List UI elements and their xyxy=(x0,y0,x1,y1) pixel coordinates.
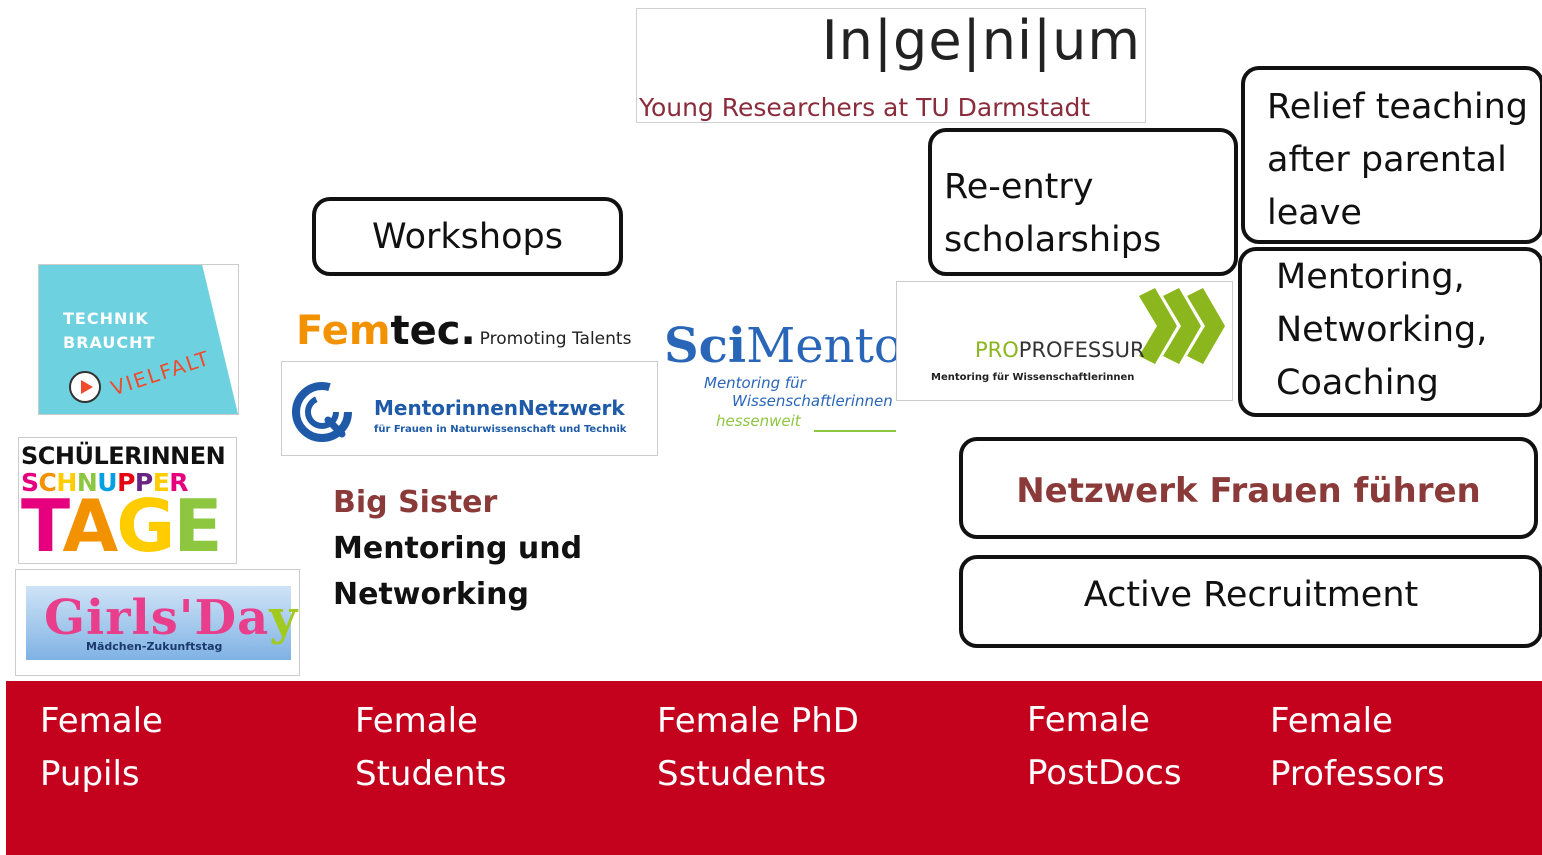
ingenium-wordmark: In|ge|ni|um xyxy=(821,9,1141,72)
proprofessur-subtitle: Mentoring für Wissenschaftlerinnen xyxy=(931,372,1135,383)
netzwerk-frauen-fuehren-box: Netzwerk Frauen führen xyxy=(959,437,1538,539)
workshops-box: Workshops xyxy=(312,197,623,276)
schnupper-line1: SCHÜLERINNEN xyxy=(21,442,226,470)
big-sister-line2: Networking xyxy=(333,577,529,612)
logo-letter: T xyxy=(21,484,65,564)
logo-letter: C xyxy=(38,468,57,497)
big-sister-title: Big Sister xyxy=(333,485,498,520)
technik-line1: TECHNIK xyxy=(63,309,149,328)
scimento-logo: SciMento Mentoring für Wissenschaftlerin… xyxy=(664,318,896,434)
scimento-line3: hessenweit xyxy=(716,412,801,430)
girlsday-title: Girls'Day xyxy=(44,590,299,646)
scimento-wordmark: SciMento xyxy=(664,318,896,374)
schnupper-line2: SCHNUPPER xyxy=(21,468,189,497)
girlsday-subtitle: Mädchen-Zukunftstag xyxy=(86,640,223,653)
logo-letter: E xyxy=(152,468,170,497)
mentorinnen-subtitle: für Frauen in Naturwissenschaft und Tech… xyxy=(374,424,627,435)
scimento-line2: Wissenschaftlerinnen xyxy=(732,392,893,410)
reentry-scholarships-box: Re-entry scholarships xyxy=(928,128,1238,276)
mentorinnen-netzwerk-logo: MentorinnenNetzwerk für Frauen in Naturw… xyxy=(281,361,658,456)
femtec-logo: Femtec.Promoting Talents xyxy=(296,308,632,354)
logo-letter: S xyxy=(21,468,39,497)
logo-letter: P xyxy=(134,468,153,497)
logo-letter: E xyxy=(173,484,222,564)
play-icon xyxy=(69,371,101,403)
logo-letter: U xyxy=(97,468,118,497)
schnuppertage-logo: SCHÜLERINNEN SCHNUPPER TAGE xyxy=(18,437,237,564)
big-sister-block: Big Sister Mentoring und Networking xyxy=(333,480,582,618)
ingenium-logo: In|ge|ni|um Young Researchers at TU Darm… xyxy=(636,8,1146,123)
schnupper-line3: TAGE xyxy=(21,490,223,562)
mentorinnen-title: MentorinnenNetzwerk xyxy=(374,396,625,420)
logo-letter: P xyxy=(117,468,135,497)
technik-braucht-vielfalt-logo: TECHNIK BRAUCHT VIELFALT xyxy=(38,264,239,415)
femtec-tagline: Promoting Talents xyxy=(479,329,632,349)
mentoring-networking-coaching-box: Mentoring, Networking, Coaching xyxy=(1238,247,1542,417)
logo-letter: G xyxy=(116,484,175,564)
chevrons-icon xyxy=(1139,288,1225,364)
ingenium-subtitle: Young Researchers at TU Darmstadt xyxy=(639,93,1091,122)
scimento-line1: Mentoring für xyxy=(704,374,806,392)
technik-line2: BRAUCHT xyxy=(63,333,156,352)
active-recruitment-box: Active Recruitment xyxy=(959,555,1542,648)
proprofessur-title: PROPROFESSUR xyxy=(975,338,1145,362)
big-sister-line1: Mentoring und xyxy=(333,531,583,566)
logo-letter: H xyxy=(56,468,77,497)
relief-teaching-box: Relief teaching after parental leave xyxy=(1241,66,1542,244)
logo-letter: A xyxy=(62,484,119,564)
swirl-icon xyxy=(292,382,352,442)
logo-letter: N xyxy=(76,468,98,497)
logo-letter: R xyxy=(169,468,189,497)
girlsday-logo: Girls'Day Mädchen-Zukunftstag xyxy=(15,569,300,676)
proprofessur-logo: PROPROFESSUR Mentoring für Wissenschaftl… xyxy=(896,281,1233,401)
